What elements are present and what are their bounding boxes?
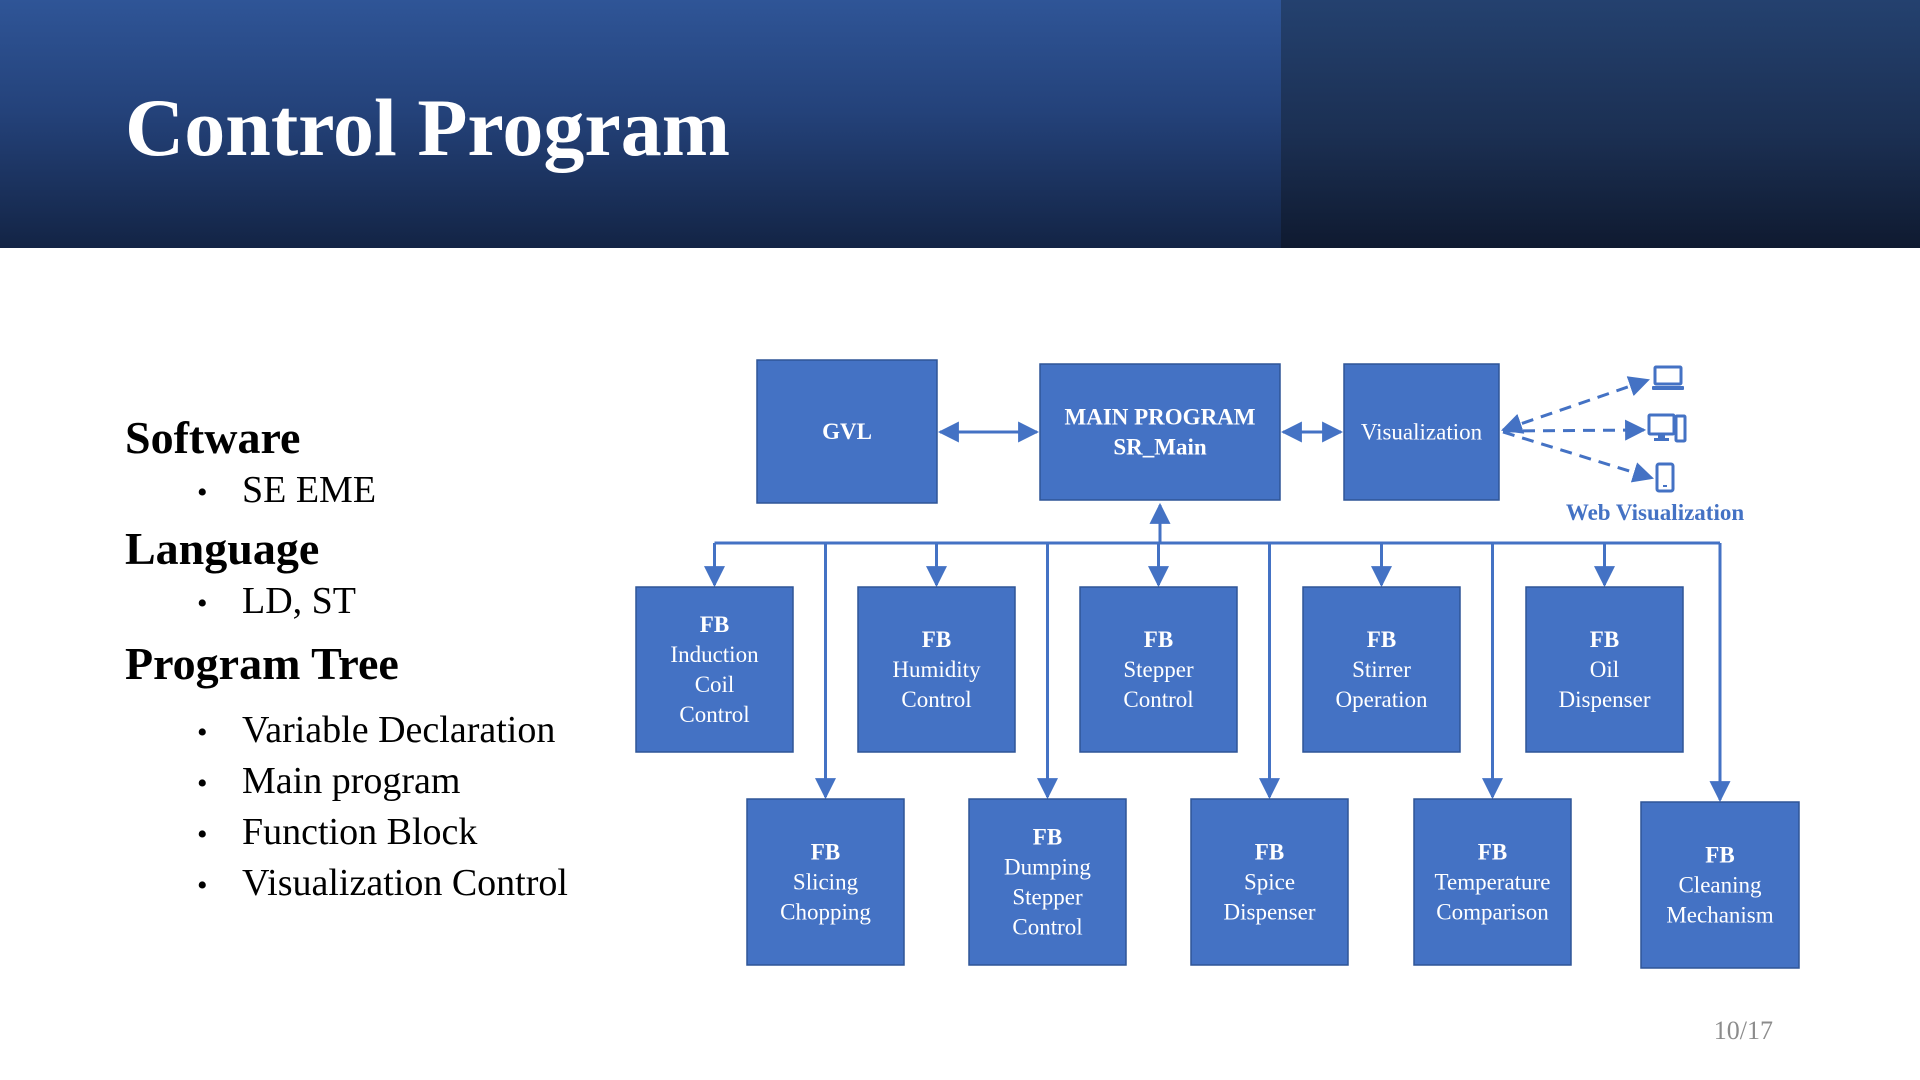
fb-top-box-1-rect xyxy=(635,586,794,753)
fb-bottom-box-5-label: FB xyxy=(1705,843,1734,868)
fb-bottom-box-5-label: Mechanism xyxy=(1666,903,1773,928)
fb-top-box-2-label: Humidity xyxy=(892,657,981,682)
fb-top-box-3-label: Stepper xyxy=(1123,657,1194,682)
fb-bottom-box-1-label: Chopping xyxy=(780,900,871,925)
web-visualization-label: Web Visualization xyxy=(1566,500,1744,525)
tree-item: Variable Declaration xyxy=(197,706,645,757)
fb-top-box-3-rect xyxy=(1079,586,1238,753)
program-tree-list: Variable Declaration Main program Functi… xyxy=(125,706,645,910)
fb-bottom-box-5-label: Cleaning xyxy=(1678,873,1762,898)
software-heading: Software xyxy=(125,412,301,463)
fb-top-box-5-label: Oil xyxy=(1590,657,1619,682)
program-tree-heading: Program Tree xyxy=(125,638,399,689)
fb-top-box-1-label: FB xyxy=(700,612,729,637)
main-program-box-label: SR_Main xyxy=(1113,435,1207,460)
fb-top-box-2-label: Control xyxy=(901,687,971,712)
software-item: SE EME xyxy=(197,466,645,517)
fb-bottom-box-3-label: FB xyxy=(1255,840,1284,865)
web-link-laptop xyxy=(1501,376,1650,434)
web-link-desktop xyxy=(1502,419,1647,441)
fb-bottom-box-2-label: Stepper xyxy=(1012,885,1083,910)
phone-icon xyxy=(1655,462,1675,493)
software-list: SE EME xyxy=(125,466,645,517)
language-item: LD, ST xyxy=(197,577,645,628)
outline-panel: Software SE EME Language LD, ST Program … xyxy=(125,410,645,910)
fb-top-box-2-rect xyxy=(857,586,1016,753)
main-program-box-label: MAIN PROGRAM xyxy=(1065,405,1256,430)
language-heading: Language xyxy=(125,523,320,574)
fb-bottom-box-4-label: Comparison xyxy=(1436,900,1549,925)
main-program-box-rect xyxy=(1039,363,1281,501)
connectors xyxy=(704,376,1731,803)
page-number: 10/17 xyxy=(1713,1016,1773,1045)
web-devices xyxy=(1647,365,1687,493)
fb-bottom-box-2-label: Dumping xyxy=(1004,855,1091,880)
fb-bottom-box-3-rect xyxy=(1190,798,1349,966)
fb-bottom-box-1-label: FB xyxy=(811,840,840,865)
fb-top-box-5-rect xyxy=(1525,586,1684,753)
fb-top-box-4-label: FB xyxy=(1367,627,1396,652)
tree-item: Main program xyxy=(197,757,645,808)
fb-top-box-4-rect xyxy=(1302,586,1461,753)
gvl-box-label: GVL xyxy=(822,419,872,444)
fb-bottom-box-2-label: Control xyxy=(1012,915,1082,940)
fb-top-box-1-label: Control xyxy=(679,702,749,727)
gvl-box: GVL xyxy=(756,359,938,504)
title-banner: Control Program xyxy=(0,0,1920,248)
fb-top-box-5-label: FB xyxy=(1590,627,1619,652)
fb-top-box-1-label: Induction xyxy=(670,642,759,667)
visualization-box-rect xyxy=(1343,363,1500,501)
fb-top-box-4-label: Operation xyxy=(1336,687,1428,712)
desktop-icon xyxy=(1647,413,1687,443)
visualization-box-label: Visualization xyxy=(1361,420,1483,445)
fb-top-box-5-label: Dispenser xyxy=(1559,687,1651,712)
fb-top-box-3-label: FB xyxy=(1144,627,1173,652)
fb-bottom-box-2-label: FB xyxy=(1033,825,1062,850)
laptop-icon xyxy=(1652,365,1684,390)
fb-bottom-box-5-rect xyxy=(1640,801,1800,969)
fb-bottom-box-3-label: Dispenser xyxy=(1224,900,1316,925)
fb-top-box-1-label: Coil xyxy=(695,672,735,697)
tree-item: Function Block xyxy=(197,808,645,859)
slide-title: Control Program xyxy=(125,82,731,173)
gvl-box-rect xyxy=(756,359,938,504)
fb-bottom-box-2-rect xyxy=(968,798,1127,966)
fb-bottom-box-1-label: Slicing xyxy=(793,870,859,895)
fb-bottom-box-4-rect xyxy=(1413,798,1572,966)
fb-bottom-box-4-label: Temperature xyxy=(1435,870,1551,895)
fb-bottom-box-1-rect xyxy=(746,798,905,966)
fb-bottom-box-3-label: Spice xyxy=(1244,870,1295,895)
visualization-box: Visualization xyxy=(1343,363,1500,501)
fb-bottom-box-4-label: FB xyxy=(1478,840,1507,865)
fb-top-box-2-label: FB xyxy=(922,627,951,652)
language-list: LD, ST xyxy=(125,577,645,628)
title-banner-accent xyxy=(1281,0,1920,248)
fb-top-box-3-label: Control xyxy=(1123,687,1193,712)
web-link-phone xyxy=(1502,430,1655,483)
fb-top-box-4-label: Stirrer xyxy=(1352,657,1411,682)
main-program-box: MAIN PROGRAM SR_Main xyxy=(1039,363,1281,501)
tree-item: Visualization Control xyxy=(197,859,645,910)
